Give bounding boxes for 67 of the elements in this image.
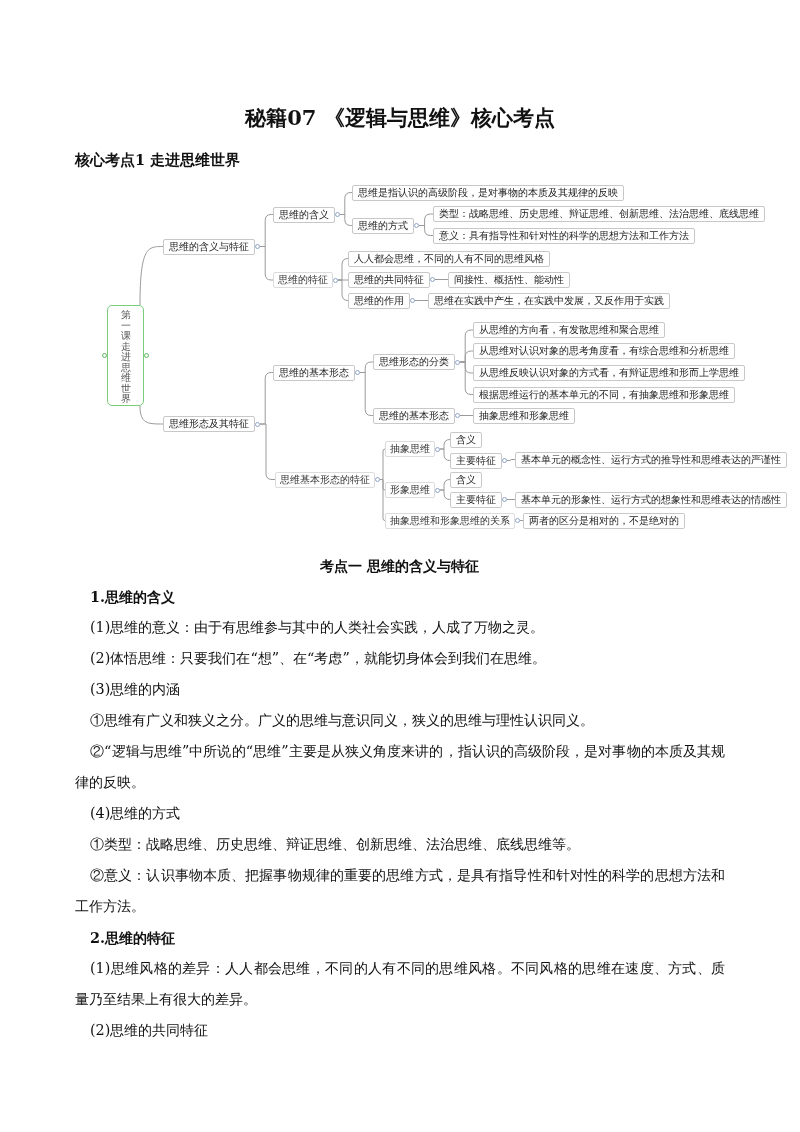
topic-box: 从思维的方向看，有发散思维和聚合思维: [473, 322, 665, 338]
connector-line: [519, 520, 524, 521]
connector-line: [459, 361, 474, 395]
topic-box: 思维的特征: [273, 272, 333, 288]
subheading: 1.思维的含义: [90, 588, 176, 605]
connector-line: [337, 279, 349, 301]
topic-box: 思维形态的分类: [373, 354, 455, 370]
page-title: 秘籍07 《逻辑与思维》核心考点: [245, 105, 555, 130]
connector-line: [339, 214, 353, 226]
connector-line: [414, 300, 429, 301]
topic-box: 基本单元的形象性、运行方式的想象性和思维表达的情感性: [515, 491, 787, 508]
paragraph: (3)思维的内涵: [90, 681, 181, 697]
topic-box: 思维的方式: [352, 217, 414, 234]
topic-box: 思维形态及其特征: [163, 416, 255, 432]
paragraph: ②“逻辑与思维”中所说的“思维”主要是从狭义角度来讲的，指认识的高级阶段，是对事物的本质及其规律的反映。: [75, 743, 725, 790]
topic-box: 含义: [450, 431, 482, 448]
topic-box: 人人都会思维，不同的人有不同的思维风格: [348, 250, 550, 267]
topic-box: 思维是指认识的高级阶段，是对事物的本质及其规律的反映: [352, 184, 624, 201]
connector-line: [506, 459, 516, 461]
topic-box: 思维的基本形态: [273, 364, 355, 381]
topic-box: 两者的区分是相对的，不是绝对的: [523, 512, 685, 529]
connector-line: [459, 415, 474, 416]
paragraph: (2)思维的共同特征: [90, 1022, 209, 1038]
connector-line: [418, 225, 434, 236]
paragraph: (1)思维的意义：由于有思维参与其中的人类社会实践，人成了万物之灵。: [90, 619, 545, 635]
paragraph: (2)体悟思维：只要我们在“想”、在“考虑”，就能切身体会到我们在思维。: [90, 650, 546, 666]
paragraph: ①思维有广义和狭义之分。广义的思维与意识同义，狭义的思维与理性认识同义。: [90, 712, 594, 728]
topic-box: 从思维反映认识对象的方式看，有辩证思维和形而上学思维: [473, 365, 745, 381]
topic-box: 基本单元的概念性、运行方式的推导性和思维表达的严谨性: [515, 451, 787, 468]
subheading: 2.思维的特征: [90, 929, 176, 946]
topic-box: 抽象思维和形象思维的关系: [385, 512, 515, 529]
connector-line: [379, 448, 386, 480]
topic-box: 思维基本形态的特征: [275, 471, 375, 488]
connector-line: [259, 423, 276, 480]
connector-line: [139, 405, 164, 425]
topic-box: 形象思维: [385, 482, 435, 498]
connector-line: [439, 448, 451, 461]
topic-box: 根据思维运行的基本单元的不同，有抽象思维和形象思维: [473, 386, 735, 403]
topic-box: 抽象思维和形象思维: [473, 407, 575, 424]
topic-box: 从思维对认识对象的思考角度看，有综合思维和分析思维: [473, 343, 735, 359]
paragraph: ②意义：认识事物本质、把握事物规律的重要的思维方式，是具有指导性和针对性的科学的思想方法和工作方法。: [75, 867, 725, 914]
connector-line: [359, 372, 374, 416]
topic-box: 思维的共同特征: [348, 271, 430, 288]
topic-box: 思维在实践中产生，在实践中发展，又反作用于实践: [428, 292, 670, 309]
topic-box: 思维的含义与特征: [163, 238, 255, 255]
topic-box: 思维的作用: [348, 292, 410, 309]
connector-line: [439, 489, 451, 500]
topic-box: 间接性、概括性、能动性: [448, 271, 570, 288]
connector-line: [379, 479, 386, 521]
topic-box: 类型：战略思维、历史思维、辩证思维、创新思维、法治思维、底线思维: [433, 206, 765, 222]
topic-box: 思维的含义: [273, 206, 335, 223]
central-topic-box: 第一课走进思维世界: [107, 305, 144, 406]
topic-box: 抽象思维: [385, 441, 435, 457]
section-heading: 考点一 思维的含义与特征: [320, 557, 480, 574]
topic-box: 主要特征: [450, 491, 502, 508]
topic-box: 意义：具有指导性和针对性的科学的思想方法和工作方法: [433, 227, 695, 244]
connector-line: [259, 246, 274, 281]
topic-box: 思维的基本形态: [373, 407, 455, 424]
topic-box: 主要特征: [450, 452, 502, 469]
connector-line: [434, 279, 449, 280]
paragraph: (4)思维的方式: [90, 805, 181, 821]
paragraph: ①类型：战略思维、历史思维、辩证思维、创新思维、法治思维、底线思维等。: [90, 836, 580, 852]
topic-box: 含义: [450, 471, 482, 488]
paragraph: (1)思维风格的差异：人人都会思维，不同的人有不同的思维风格。不同风格的思维在速度、方式、质量乃至结果上有很大的差异。: [75, 960, 725, 1007]
section-heading: 核心考点1 走进思维世界: [75, 151, 241, 168]
connector-line: [506, 499, 516, 500]
connector-line: [139, 246, 164, 306]
